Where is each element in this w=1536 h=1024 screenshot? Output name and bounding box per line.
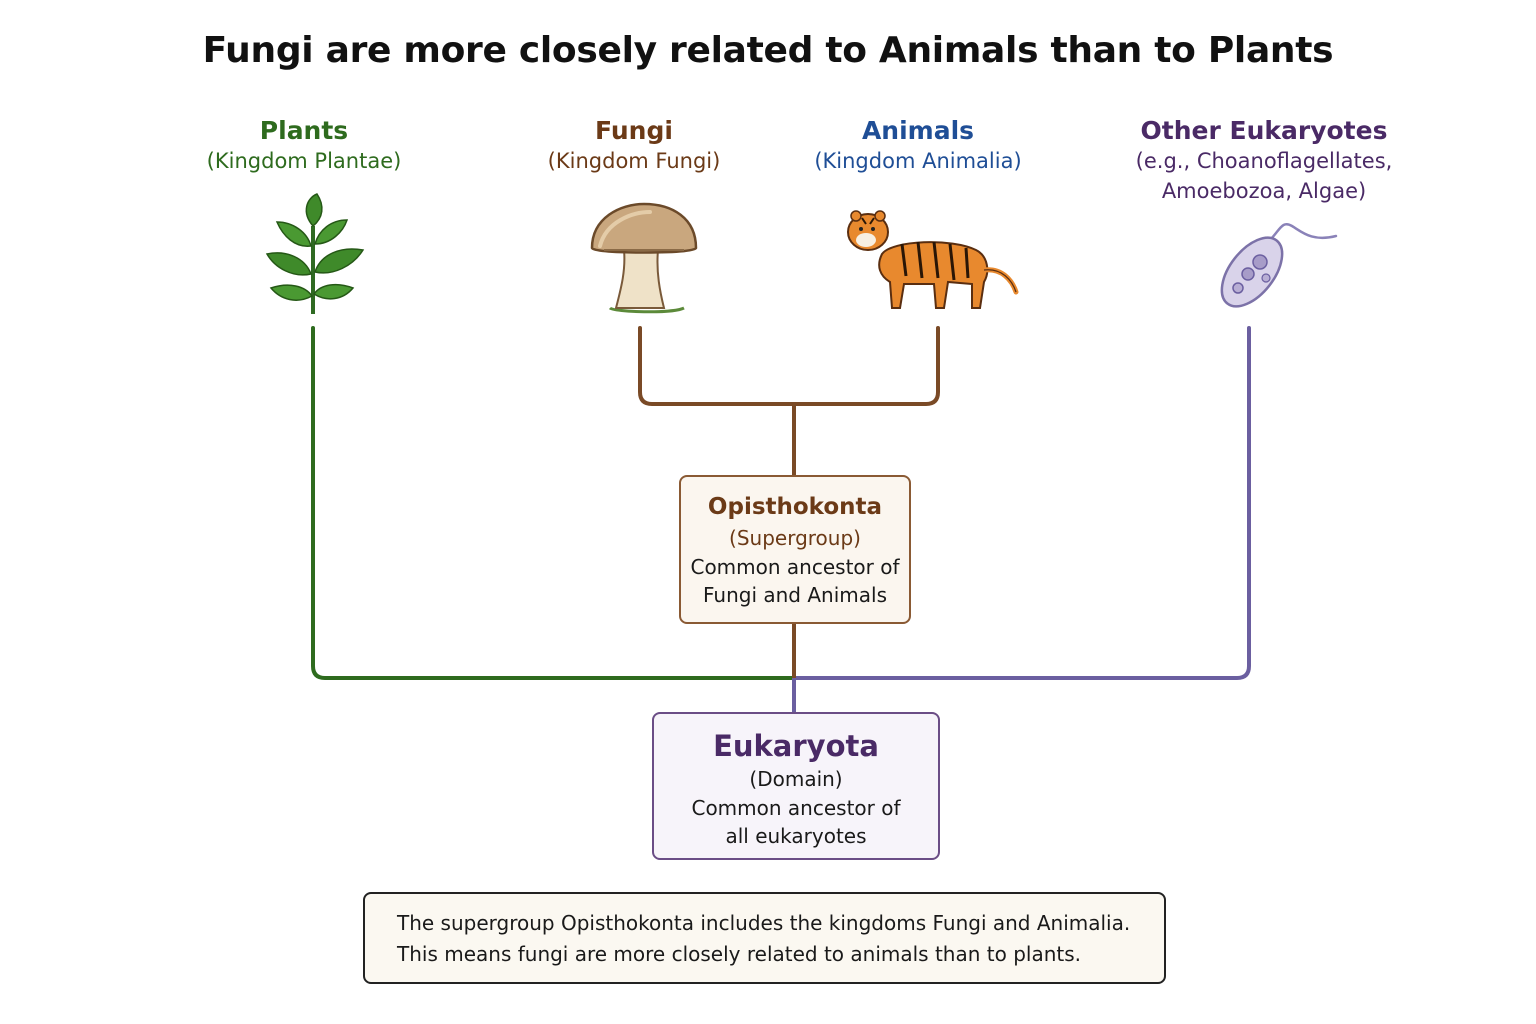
taxon-name-plants: Plants	[259, 116, 349, 145]
eukaryota-desc-line1: Common ancestor of	[691, 796, 901, 820]
note-line2: This means fungi are more closely relate…	[397, 942, 1081, 966]
taxon-kingdom-fungi: (Kingdom Fungi)	[547, 149, 721, 173]
taxon-name-other: Other Eukaryotes	[1140, 116, 1388, 145]
taxon-label-plants: Plants (Kingdom Plantae)	[134, 116, 474, 176]
taxon-kingdom-other-line2: Amoebozoa, Algae)	[1161, 179, 1367, 203]
opisthokonta-desc-line2: Fungi and Animals	[703, 583, 887, 607]
protist-cell-icon	[1220, 223, 1338, 308]
eukaryota-node: Eukaryota (Domain) Common ancestor of al…	[652, 712, 940, 860]
taxon-name-fungi: Fungi	[595, 116, 673, 145]
taxon-kingdom-plants: (Kingdom Plantae)	[206, 149, 402, 173]
branch-fungi-animals	[638, 326, 940, 406]
opisthokonta-subtitle: (Supergroup)	[729, 526, 861, 550]
branch-other-eukaryotes	[792, 326, 1251, 714]
explanation-note: The supergroup Opisthokonta includes the…	[363, 892, 1166, 984]
taxon-label-animals: Animals (Kingdom Animalia)	[748, 116, 1088, 176]
branch-plants	[311, 326, 796, 680]
taxon-kingdom-animals: (Kingdom Animalia)	[814, 149, 1022, 173]
eukaryota-subtitle: (Domain)	[749, 767, 843, 791]
leaf-plant-icon	[265, 193, 365, 314]
taxon-label-fungi: Fungi (Kingdom Fungi)	[464, 116, 804, 176]
mushroom-icon	[590, 202, 698, 314]
opisthokonta-node: Opisthokonta (Supergroup) Common ancesto…	[679, 475, 911, 624]
eukaryota-title: Eukaryota	[713, 729, 879, 763]
opisthokonta-title: Opisthokonta	[707, 494, 883, 520]
taxon-kingdom-other-line1: (e.g., Choanoflagellates,	[1135, 149, 1393, 173]
tiger-icon	[847, 210, 1019, 309]
taxon-label-other: Other Eukaryotes (e.g., Choanoflagellate…	[1094, 116, 1434, 206]
diagram-title: Fungi are more closely related to Animal…	[202, 30, 1334, 71]
note-line1: The supergroup Opisthokonta includes the…	[397, 911, 1131, 935]
eukaryota-desc-line2: all eukaryotes	[725, 824, 867, 848]
opisthokonta-desc-line1: Common ancestor of	[690, 555, 900, 579]
taxon-name-animals: Animals	[861, 116, 975, 145]
